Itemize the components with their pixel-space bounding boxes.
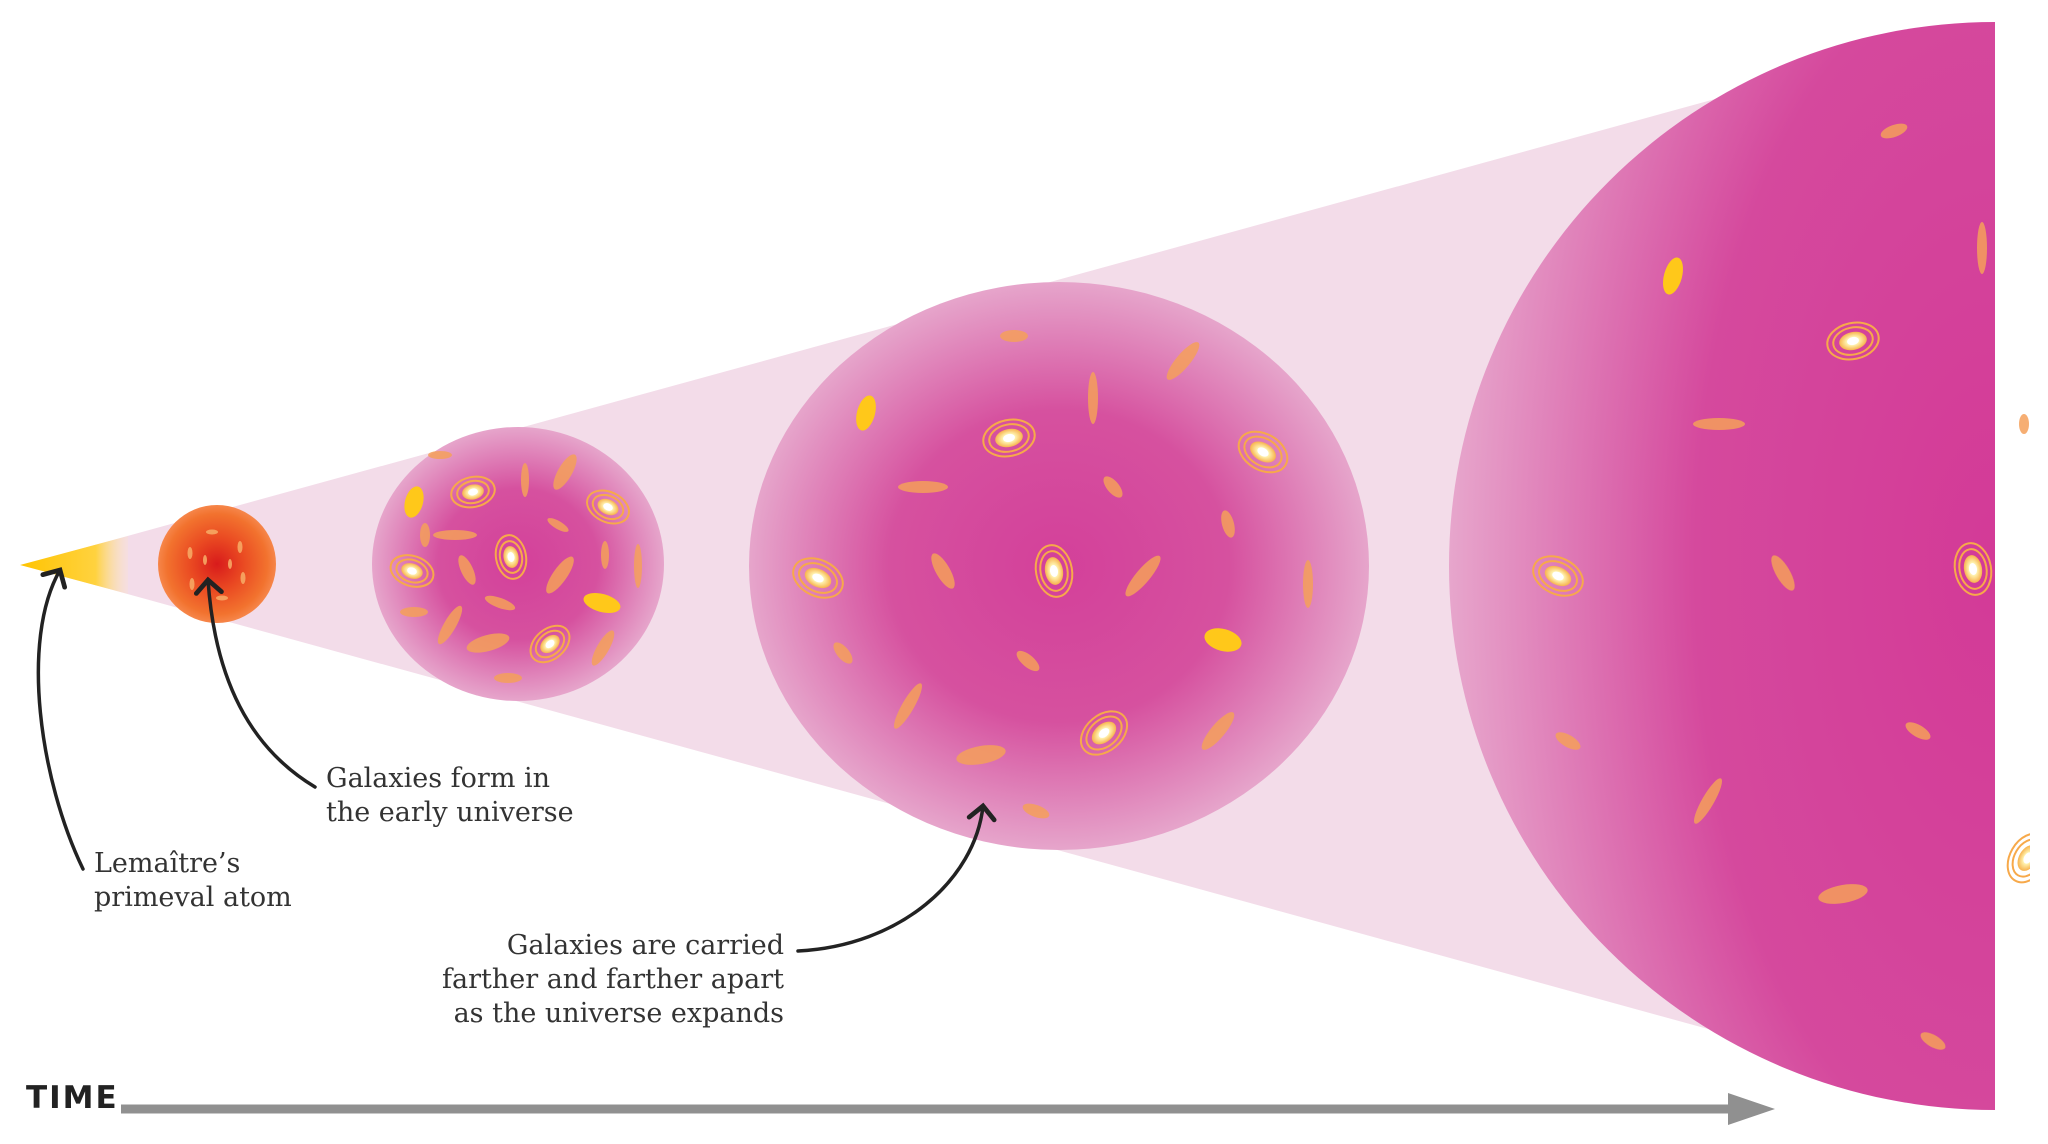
expansion-label-line-2: farther and farther apart [442,964,784,995]
middle-universe-sphere [749,282,1369,850]
time-axis-label: TIME [26,1080,119,1116]
primeval-atom-pointer [36,567,85,871]
early-universe-pointer [193,576,317,789]
early-universe-label-line-1: Galaxies form in [326,763,551,794]
primeval-atom [158,505,276,623]
right-margin [2030,0,2048,1144]
large-universe-sphere [1449,22,2048,1110]
early-universe-sphere [372,427,664,701]
early-universe-label-line-2: the early universe [326,797,574,828]
primeval-atom-label-line-2: primeval atom [94,882,292,913]
expansion-pointer [796,802,997,953]
expansion-label: Galaxies are carried farther and farther… [442,929,784,1031]
early-universe-label: Galaxies form in the early universe [326,762,574,830]
primeval-atom-label-line-1: Lemaître’s [94,848,241,879]
expansion-label-line-1: Galaxies are carried [506,930,784,961]
primeval-spark [20,536,128,594]
expansion-label-line-3: as the universe expands [453,998,784,1029]
time-arrow [121,1093,1775,1125]
primeval-atom-label: Lemaître’s primeval atom [94,847,292,915]
